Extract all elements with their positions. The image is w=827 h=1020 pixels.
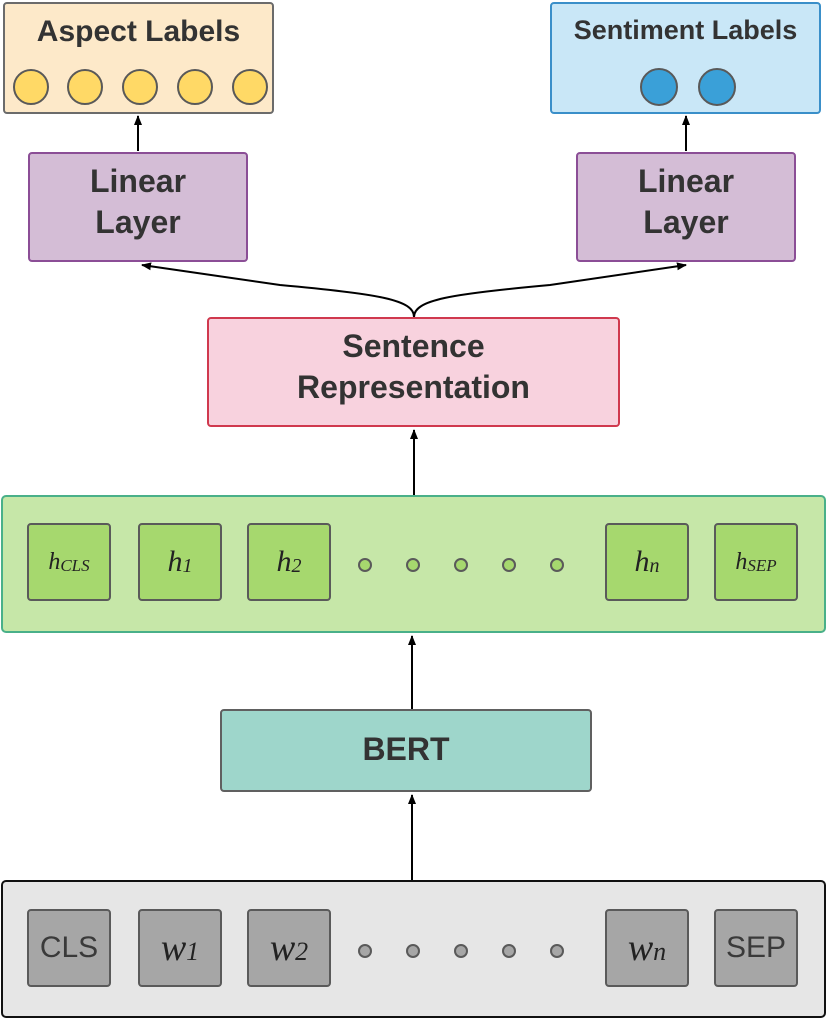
bert-label: BERT [362,731,450,767]
sentence-representation-line2: Representation [297,369,530,405]
linear-layer-right-line2: Layer [643,204,729,240]
sentiment-label-circle [640,68,678,106]
input-token-n-sub: n [653,937,667,966]
sentence-representation-box: Sentence Representation [207,317,620,427]
hidden-ellipsis-dot [406,558,420,572]
input-token-1-sub: 1 [186,937,200,966]
sentiment-label-circle [698,68,736,106]
linear-layer-left-line2: Layer [95,204,181,240]
arrow-sentence-to-right-linear [413,262,687,318]
aspect-label-circle [232,69,268,105]
input-ellipsis-dot [502,944,516,958]
hidden-state-n-base: h [634,545,650,578]
hidden-state-1-sub: 1 [182,554,193,577]
aspect-labels-title: Aspect Labels [36,15,241,48]
hidden-state-n-sub: n [649,554,660,577]
hidden-ellipsis-dot [358,558,372,572]
aspect-label-circle [13,69,49,105]
linear-layer-left: Linear Layer [28,152,248,262]
input-token-2-base: w [269,927,296,969]
hidden-ellipsis-dot [502,558,516,572]
sentence-representation-line1: Sentence [342,328,485,364]
hidden-ellipsis-dot [454,558,468,572]
aspect-label-circle [177,69,213,105]
input-ellipsis-dot [406,944,420,958]
aspect-label-circle [122,69,158,105]
hidden-state-cls-sub: CLS [60,556,90,575]
input-token-cls-text: CLS [39,931,99,964]
input-token-sep: SEP [714,909,798,987]
input-token-1-base: w [160,927,187,969]
sentiment-labels-panel: Sentiment Labels [550,2,821,114]
hidden-state-2-base: h [276,545,292,578]
sentiment-labels-title: Sentiment Labels [573,15,798,45]
input-ellipsis-dot [358,944,372,958]
hidden-ellipsis-dot [550,558,564,572]
input-token-n-base: w [627,927,654,969]
hidden-state-2-sub: 2 [291,554,302,577]
bert-box: BERT [220,709,592,792]
linear-layer-left-line1: Linear [89,163,187,199]
input-ellipsis-dot [550,944,564,958]
hidden-state-1-base: h [167,545,183,578]
hidden-state-sep-sub: SEP [747,556,777,575]
input-ellipsis-dot [454,944,468,958]
linear-layer-right-line1: Linear [637,163,735,199]
hidden-state-sep-base: h [735,548,748,575]
aspect-label-circle [67,69,103,105]
linear-layer-right: Linear Layer [576,152,796,262]
hidden-state-cls-base: h [48,548,61,575]
input-token-cls: CLS [27,909,111,987]
input-token-2-sub: 2 [295,937,309,966]
input-token-sep-text: SEP [725,931,787,964]
aspect-labels-panel: Aspect Labels [3,2,274,114]
arrow-sentence-to-left-linear [141,262,415,318]
